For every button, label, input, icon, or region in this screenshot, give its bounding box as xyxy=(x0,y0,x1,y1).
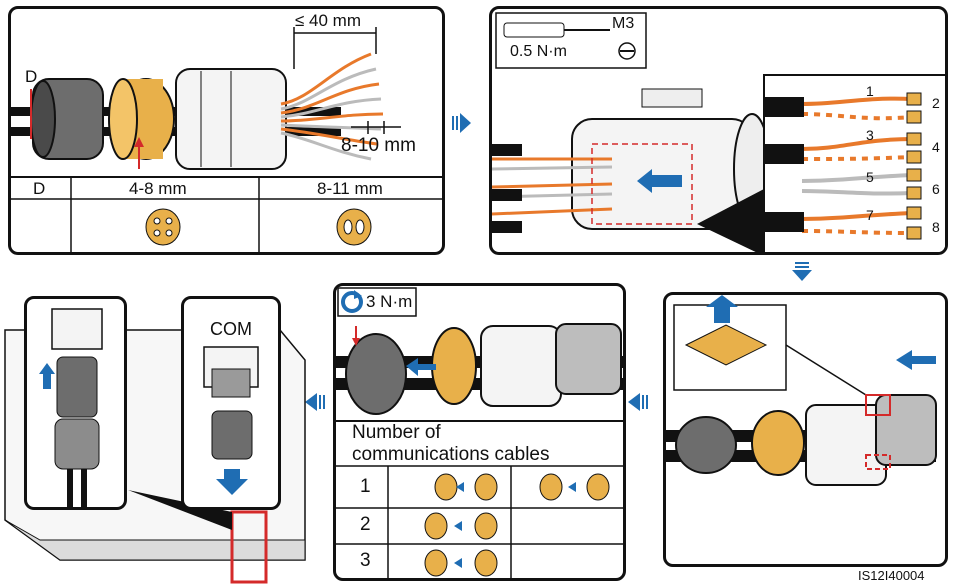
pin-label-7: 7 xyxy=(866,207,874,223)
pin-label-1: 1 xyxy=(866,83,874,99)
cable-count-header-line1: Number of xyxy=(352,422,441,443)
cable-count-row-1: 1 xyxy=(360,476,371,497)
panel-tighten-nut: 3 N·m Number of communications cables 1 … xyxy=(333,283,626,581)
panel-connect-com xyxy=(24,296,127,510)
cable-count-header-line2: communications cables xyxy=(352,444,550,465)
tool-size-label: M3 xyxy=(612,15,635,32)
seal-2-hole-icon xyxy=(336,208,372,246)
pin-label-8: 8 xyxy=(932,219,940,235)
tighten-nut-illustration xyxy=(336,287,623,578)
strip-length-label: ≤ 40 mm xyxy=(295,11,362,30)
insert-wires-illustration xyxy=(492,12,945,252)
figure-id: IS12I40004 xyxy=(858,568,925,583)
panel-insert-wires: 0.5 N·m M3 1 2 3 4 5 6 7 8 xyxy=(489,6,948,255)
strip-cable-illustration xyxy=(11,27,442,252)
com-port-illustration xyxy=(203,346,259,495)
table-header-d: D xyxy=(33,179,46,198)
com-port-label: COM xyxy=(210,319,252,339)
panel-strip-cable: D ≤ 40 mm 8-10 mm D 4-8 mm 8-11 mm xyxy=(8,6,445,255)
table-option-large: 8-11 mm xyxy=(317,179,383,198)
rotate-clockwise-icon xyxy=(341,291,363,313)
pin-label-2: 2 xyxy=(932,95,940,111)
pin-label-4: 4 xyxy=(932,139,940,155)
panel-assemble-connector xyxy=(663,292,948,567)
pin-label-6: 6 xyxy=(932,181,940,197)
tighten-torque-label: 3 N·m xyxy=(366,292,413,311)
tool-torque-label: 0.5 N·m xyxy=(510,43,567,60)
dimension-d-label: D xyxy=(25,67,38,86)
cable-count-row-3: 3 xyxy=(360,550,371,571)
connect-com-illustration xyxy=(39,308,103,507)
assemble-connector-illustration xyxy=(666,295,937,486)
table-option-small: 4-8 mm xyxy=(129,179,187,198)
seal-4-hole-icon xyxy=(145,208,181,246)
wire-strip-label: 8-10 mm xyxy=(341,135,416,156)
panel-com-port: COM xyxy=(181,296,281,510)
cable-count-row-2: 2 xyxy=(360,514,371,535)
pin-label-3: 3 xyxy=(866,127,874,143)
pin-label-5: 5 xyxy=(866,169,874,185)
